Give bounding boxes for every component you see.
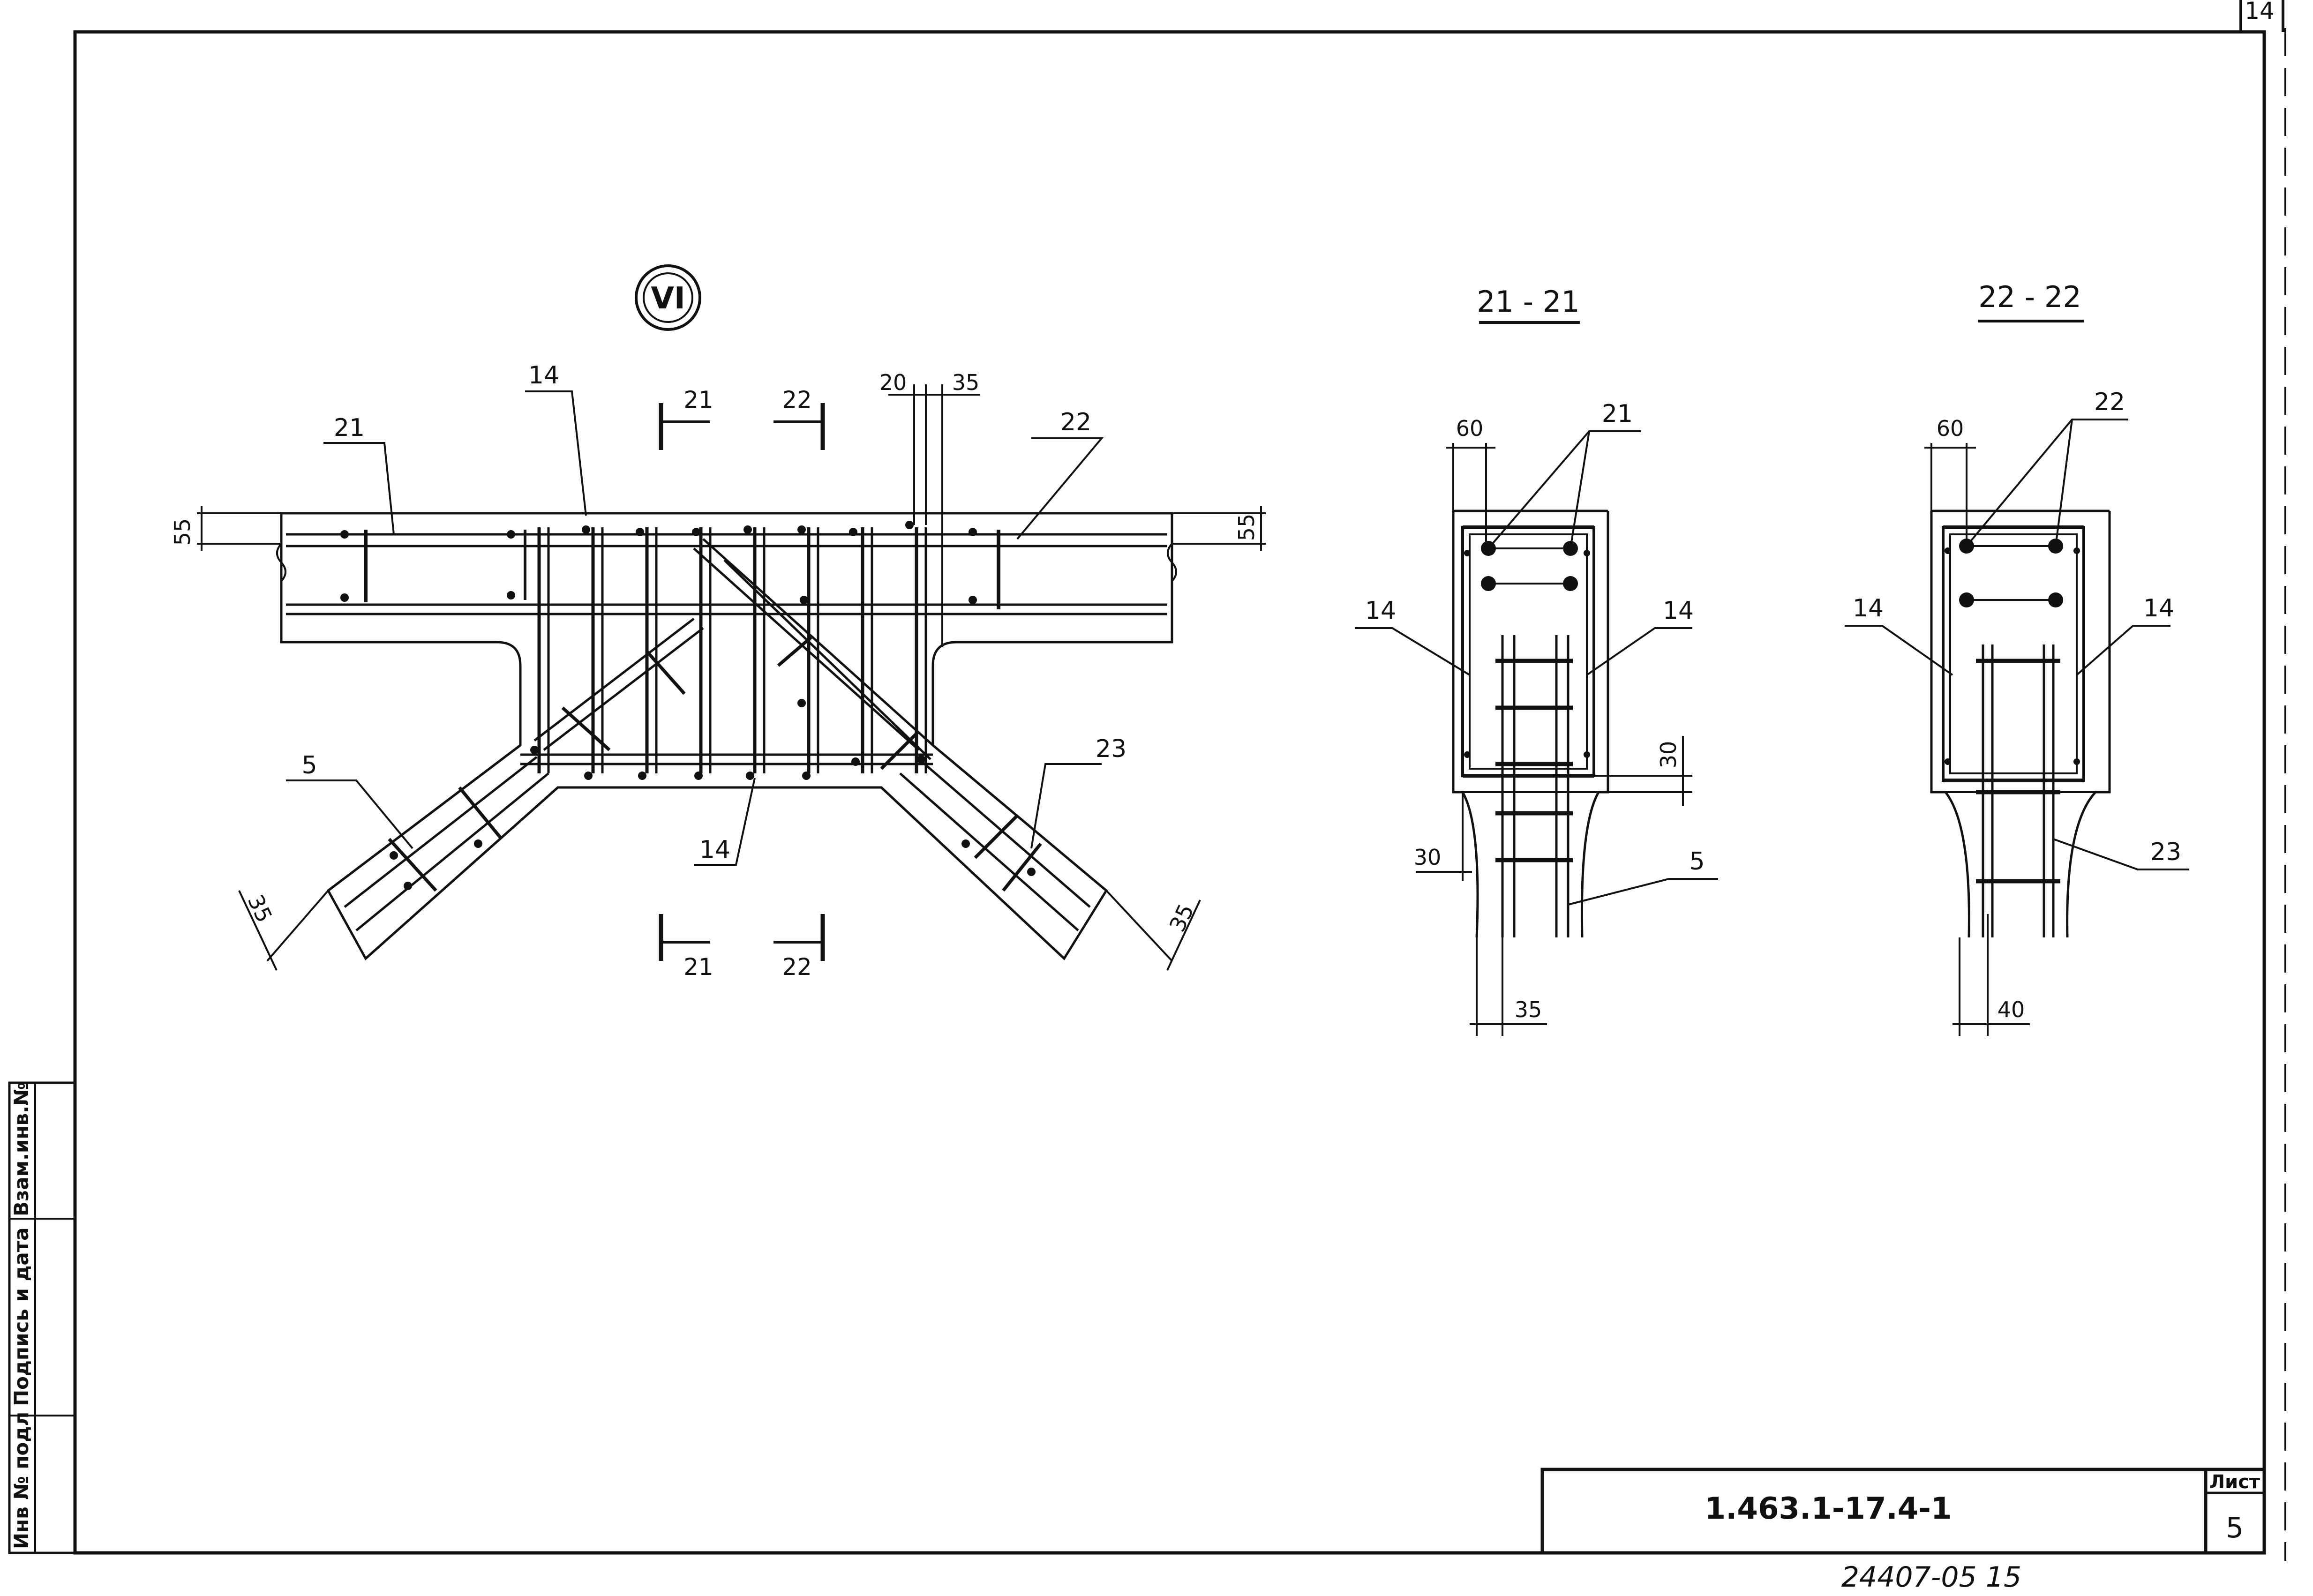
stamp-vzam-inv: Взам.инв.№ [10, 1082, 33, 1216]
cut-label-21-bottom: 21 [683, 953, 713, 981]
section-22-callout-14-left: 14 [1853, 594, 1884, 622]
cut-markers [659, 403, 825, 961]
node-dim-35-left: 35 [243, 891, 278, 926]
section-22-callout-22: 22 [2094, 388, 2125, 416]
sheet-number: 5 [2226, 1512, 2244, 1544]
node-dim-35-top: 35 [952, 370, 980, 395]
title-block [1540, 1468, 2266, 1555]
section-21-callout-5: 5 [1689, 847, 1705, 876]
top-page-number: 14 [2245, 0, 2275, 24]
section-21-dim-35: 35 [1515, 997, 1542, 1022]
node-dim-55-left: 55 [170, 518, 195, 546]
node-callout-14-top: 14 [528, 361, 559, 390]
node-dim-35-right: 35 [1164, 900, 1199, 936]
document-designation: 1.463.1-17.4-1 [1705, 1491, 1952, 1526]
cut-label-22-bottom: 22 [782, 953, 812, 981]
node-label: VI [651, 281, 685, 316]
node-callout-23: 23 [1096, 735, 1126, 763]
section-21-title: 21 - 21 [1477, 285, 1580, 319]
section-21-bar-dots [1464, 541, 1590, 758]
section-21-drawing [1452, 510, 1609, 938]
node-callout-5: 5 [301, 751, 317, 779]
section-22-callout-14-right: 14 [2143, 594, 2174, 622]
cut-label-22-top: 22 [782, 386, 812, 413]
section-22-callout-23: 23 [2150, 838, 2181, 866]
section-22-title: 22 - 22 [1978, 280, 2081, 314]
archive-number: 24407-05 15 [1841, 1561, 2021, 1594]
section-22-leaders [1845, 419, 2189, 870]
section-21-dim-30-left: 30 [1414, 845, 1442, 870]
node-callout-14-bottom: 14 [699, 836, 730, 864]
node-callout-22: 22 [1060, 408, 1091, 436]
node-callout-21: 21 [334, 414, 365, 442]
node-dim-20: 20 [879, 370, 907, 395]
section-22-bar-dots [1945, 539, 2080, 765]
side-stamp [8, 1081, 76, 1554]
section-21-callout-21: 21 [1602, 400, 1633, 428]
section-21-callout-14-right: 14 [1663, 597, 1694, 625]
sheet-frame [73, 0, 2286, 1561]
node-dim-55-right: 55 [1234, 514, 1259, 541]
section-21-leaders [1355, 430, 1718, 906]
section-21-dim-60: 60 [1456, 416, 1484, 441]
section-22-dim-40: 40 [1998, 997, 2025, 1022]
section-22-dim-60: 60 [1937, 416, 1964, 441]
node-dimension-lines [197, 384, 1266, 971]
stamp-inv-podl: Инв № подл [10, 1412, 33, 1549]
section-21-dim-30-right: 30 [1656, 741, 1681, 769]
cut-label-21-top: 21 [683, 386, 713, 413]
node-leaders [286, 390, 1104, 866]
node-vi-drawing [276, 264, 1177, 960]
section-21-dimension-lines [1416, 443, 1692, 1036]
section-22-dimension-lines [1924, 443, 2030, 1036]
section-22-drawing [1930, 510, 2111, 938]
stamp-podpis-data: Подпись и дата [10, 1228, 33, 1406]
section-21-callout-14-left: 14 [1365, 597, 1396, 625]
sheet-label: Лист [2209, 1471, 2260, 1493]
